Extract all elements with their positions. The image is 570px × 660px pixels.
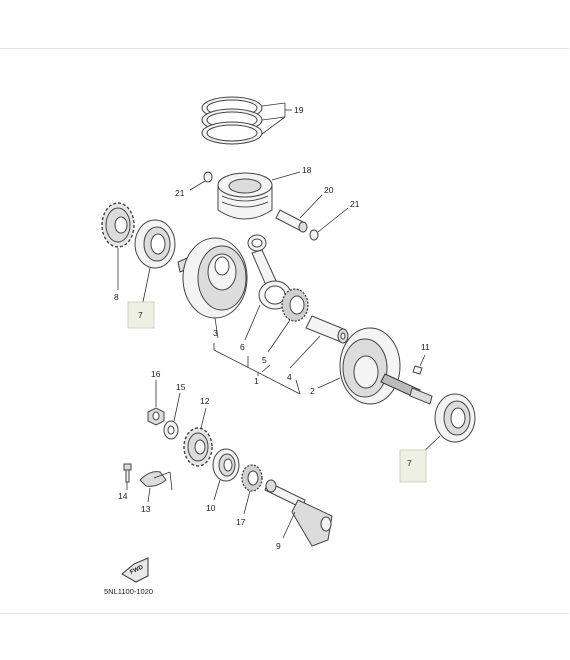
callout-5: 5 xyxy=(262,355,267,365)
fwd-label: FWD xyxy=(129,564,145,575)
piston[interactable] xyxy=(217,172,273,220)
piston-rings[interactable] xyxy=(201,96,263,145)
callout-11: 11 xyxy=(421,342,430,352)
balancer-shaft[interactable] xyxy=(264,479,333,547)
lock-washer[interactable] xyxy=(163,420,179,440)
bolt[interactable] xyxy=(123,463,132,483)
balancer-needle-bearing[interactable] xyxy=(241,464,263,492)
connecting-rod[interactable] xyxy=(247,234,292,310)
callout-19: 19 xyxy=(294,105,304,115)
crank-timing-sprocket[interactable] xyxy=(101,202,135,248)
bearing-right[interactable] xyxy=(434,393,476,443)
woodruff-key[interactable] xyxy=(412,365,423,375)
callout-20: 20 xyxy=(324,185,334,195)
callout-box-7-right xyxy=(399,449,427,483)
callout-18: 18 xyxy=(302,165,312,175)
nut[interactable] xyxy=(147,407,165,426)
callout-16: 16 xyxy=(151,369,161,379)
callout-15: 15 xyxy=(176,382,186,392)
callout-14: 14 xyxy=(118,491,128,501)
callout-3: 3 xyxy=(213,328,218,338)
callout-2: 2 xyxy=(310,386,315,396)
balancer-drive-gear[interactable] xyxy=(183,427,213,467)
crank-web-left[interactable] xyxy=(177,237,248,319)
callout-7-right: 7 xyxy=(407,458,412,468)
circlip-left[interactable] xyxy=(203,171,213,183)
callout-12: 12 xyxy=(200,396,210,406)
callout-10: 10 xyxy=(206,503,216,513)
diagram-code: 5NL1100-1020 xyxy=(104,587,153,596)
callout-6: 6 xyxy=(240,342,245,352)
needle-bearing[interactable] xyxy=(281,288,309,322)
fwd-arrow-icon: FWD xyxy=(121,557,149,583)
callout-9: 9 xyxy=(276,541,281,551)
callout-13: 13 xyxy=(141,504,151,514)
balancer-bearing[interactable] xyxy=(212,448,240,482)
lock-plate[interactable] xyxy=(139,471,167,487)
callout-box-7-left xyxy=(127,301,155,329)
callout-8: 8 xyxy=(114,292,119,302)
bearing-left[interactable] xyxy=(134,219,176,269)
callout-17: 17 xyxy=(236,517,246,527)
piston-pin[interactable] xyxy=(275,209,308,233)
callout-21-left: 21 xyxy=(175,188,185,198)
callout-4: 4 xyxy=(287,372,292,382)
crank-web-right[interactable] xyxy=(339,327,433,405)
circlip-right[interactable] xyxy=(309,229,319,241)
callout-1: 1 xyxy=(254,376,259,386)
callout-21-right: 21 xyxy=(350,199,360,209)
crank-pin[interactable] xyxy=(305,315,349,344)
diagram-frame xyxy=(0,48,569,614)
callout-7-left: 7 xyxy=(138,310,143,320)
